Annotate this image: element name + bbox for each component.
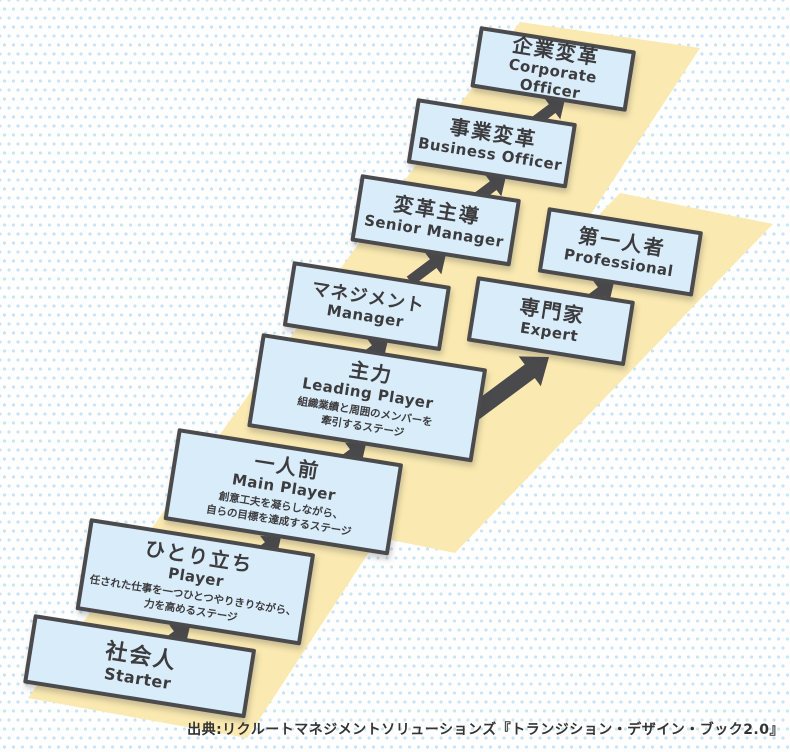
source-caption: 出典:リクルートマネジメントソリューションズ『トランジション・デザイン・ブック2… xyxy=(187,722,784,738)
arrow-manager-to-senior-icon xyxy=(406,252,446,286)
